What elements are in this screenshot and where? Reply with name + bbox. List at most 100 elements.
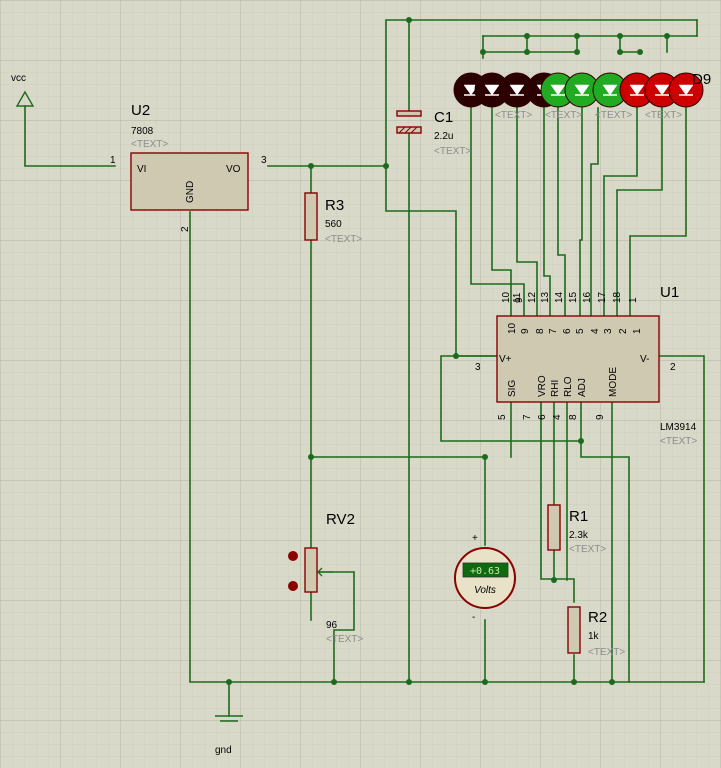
r1-text: <TEXT> (569, 544, 606, 555)
rv2-text: <TEXT> (326, 634, 363, 645)
u1-top-pin-18: 18 (612, 291, 623, 303)
led-text-1: <TEXT> (495, 110, 532, 121)
u1-label-mode: MODE (608, 367, 619, 397)
regulator-u2[interactable]: U2 7808 <TEXT> VI VO GND 1 3 2 (110, 102, 267, 232)
meter-minus: - (472, 612, 475, 623)
u2-pin-vi: VI (137, 164, 146, 175)
led-bar (453, 72, 704, 108)
rv2-value: 96 (326, 620, 338, 631)
junctions (226, 17, 670, 685)
c1-value: 2.2u (434, 131, 453, 142)
c1-ref: C1 (434, 109, 453, 126)
r3-text: <TEXT> (325, 234, 362, 245)
u1-label-rhi: RHI (550, 380, 561, 397)
u1-label-vro: VRO (537, 375, 548, 397)
u1-inner-pin-1: 1 (632, 328, 643, 334)
u1-inner-pin-4: 4 (590, 328, 601, 334)
r3-value: 560 (325, 219, 342, 230)
led-text-4: <TEXT> (645, 110, 682, 121)
u2-ref: U2 (131, 102, 150, 119)
rv2-increase-knob[interactable] (288, 551, 298, 561)
u1-label-sig: SIG (507, 380, 518, 397)
r2-ref: R2 (588, 609, 607, 626)
capacitor-c1[interactable]: C1 2.2u <TEXT> (396, 109, 471, 157)
vcc-terminal[interactable]: vcc (11, 73, 35, 107)
r3-ref: R3 (325, 197, 344, 214)
u1-bottom-pin-4: 4 (552, 414, 563, 420)
u1-inner-pin-9: 9 (520, 328, 531, 334)
r2-text: <TEXT> (588, 647, 625, 658)
u1-bottom-pin-6: 6 (537, 414, 548, 420)
u1-top-pin-16: 16 (582, 291, 593, 303)
resistor-r3[interactable]: R3 560 <TEXT> (304, 192, 362, 245)
u1-text: <TEXT> (660, 436, 697, 447)
u1-top-pin-11: 11 (512, 292, 523, 303)
power-arrow-icon (15, 90, 35, 107)
r2-value: 1k (588, 631, 600, 642)
led-text-2: <TEXT> (545, 110, 582, 121)
diode-icon (629, 84, 645, 96)
u2-text: <TEXT> (131, 139, 168, 150)
u1-bottom-pin-5: 5 (497, 414, 508, 420)
u1-label-rlo: RLO (563, 376, 574, 397)
u1-label-adj: ADJ (577, 378, 588, 397)
u1-top-pin-10: 10 (501, 291, 512, 303)
r1-ref: R1 (569, 508, 588, 525)
u1-top-pin-9: 9 (514, 297, 525, 303)
led-6[interactable] (564, 72, 600, 108)
diode-icon (602, 84, 618, 96)
u1-top-pin-15: 15 (568, 291, 579, 303)
diode-icon (484, 84, 500, 96)
diode-icon (509, 84, 525, 96)
u1-bottom-pin-9: 9 (595, 414, 606, 420)
u1-top-pin-13: 13 (540, 291, 551, 303)
meter-plus: + (472, 533, 478, 544)
u1-label-vplus: V+ (499, 354, 512, 365)
u1-pin-left: 3 (475, 362, 481, 373)
u1-pin-right: 2 (670, 362, 676, 373)
u1-inner-pin-3: 3 (603, 328, 614, 334)
vcc-label: vcc (11, 73, 26, 84)
led-text-3: <TEXT> (595, 110, 632, 121)
c1-text: <TEXT> (434, 146, 471, 157)
u1-bottom-pin-8: 8 (568, 414, 579, 420)
meter-reading: +0.63 (470, 566, 500, 577)
voltmeter[interactable]: +0.63 Volts + - (454, 533, 516, 623)
diode-icon (574, 84, 590, 96)
u2-pin-2: 2 (180, 226, 191, 232)
diode-icon (550, 84, 566, 96)
ground-icon (215, 715, 243, 722)
u1-value: LM3914 (660, 422, 697, 433)
potentiometer-rv2[interactable]: RV2 96 <TEXT> (288, 511, 363, 645)
r1-value: 2.3k (569, 530, 589, 541)
ground-terminal[interactable]: gnd (215, 715, 243, 756)
u1-bottom-pin-7: 7 (522, 414, 533, 420)
u1-inner-pin-8: 8 (535, 328, 546, 334)
rv2-ref: RV2 (326, 511, 355, 528)
u1-inner-pin-6: 6 (562, 328, 573, 334)
u2-value: 7808 (131, 126, 154, 137)
u2-pin-3: 3 (261, 155, 267, 166)
gnd-label: gnd (215, 745, 232, 756)
resistor-r2[interactable]: R2 1k <TEXT> (567, 606, 625, 658)
u1-inner-pin-10: 10 (507, 322, 518, 334)
led-2[interactable] (474, 72, 510, 108)
diode-icon (654, 84, 670, 96)
u1-top-pin-12: 12 (527, 291, 538, 303)
diode-icon (678, 84, 694, 96)
rv2-decrease-knob[interactable] (288, 581, 298, 591)
u1-top-pin-1: 1 (628, 297, 639, 303)
u2-pin-1: 1 (110, 155, 116, 166)
u1-inner-pin-7: 7 (548, 328, 559, 334)
ic-u1-lm3914[interactable]: U1 LM3914 <TEXT> V+ V- 3 2 SIG VRO RHI R… (475, 284, 697, 447)
u1-top-pin-14: 14 (554, 291, 565, 303)
u1-top-pin-17: 17 (597, 291, 608, 303)
u2-pin-vo: VO (226, 164, 241, 175)
resistor-r1[interactable]: R1 2.3k <TEXT> (547, 504, 606, 555)
meter-display (462, 562, 509, 578)
led-10[interactable] (668, 72, 704, 108)
